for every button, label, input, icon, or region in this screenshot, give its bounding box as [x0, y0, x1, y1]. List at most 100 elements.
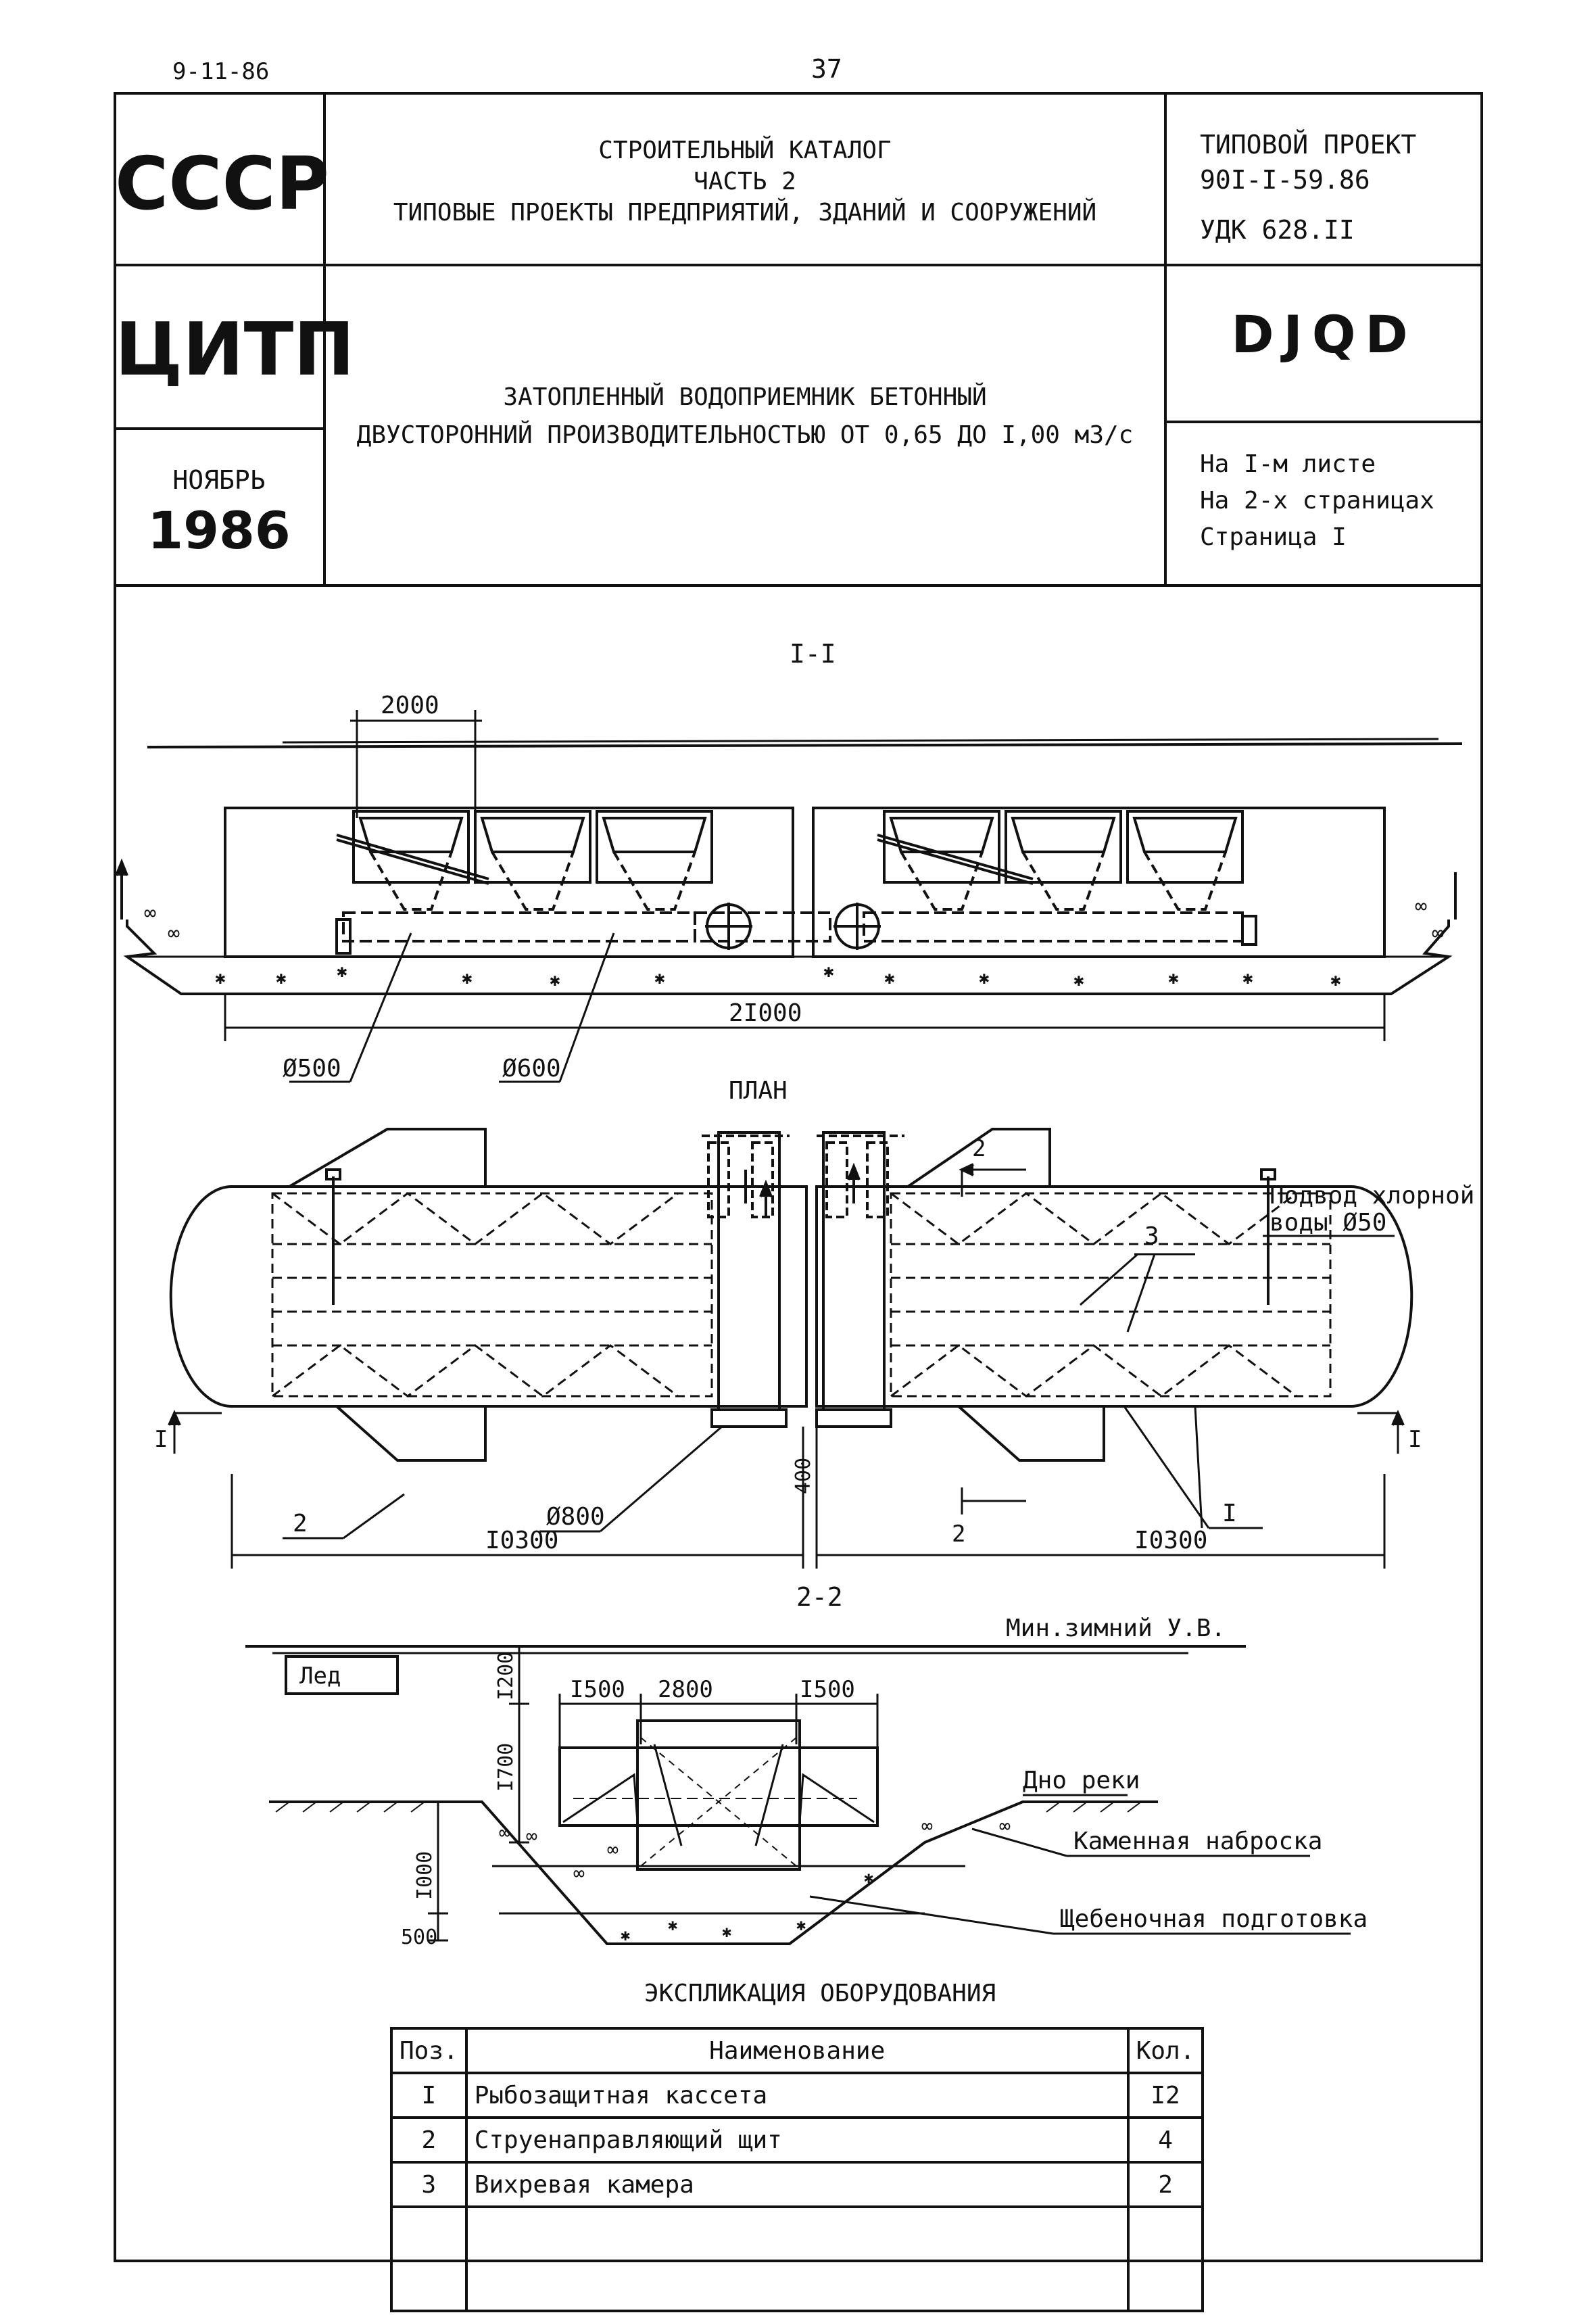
- svg-text:✱: ✱: [1242, 968, 1253, 988]
- water-line: [147, 742, 1463, 748]
- stone-marks: ∞ ∞ ∞ ∞ ✱ ✱ ✱ ✱ ✱ ✱ ✱ ✱ ✱ ✱ ✱ ✱ ✱: [144, 894, 1444, 991]
- frame-divider: [1164, 92, 1167, 586]
- svg-text:∞: ∞: [607, 1838, 619, 1861]
- svg-text:✱: ✱: [979, 968, 990, 988]
- position-3-label: 3: [1144, 1222, 1159, 1250]
- dim-2800: 2800: [658, 1676, 713, 1703]
- page-index: Страница I: [1200, 523, 1347, 551]
- table-row: 2 Струенаправляющий щит 4: [390, 2116, 1205, 2164]
- svg-text:✱: ✱: [337, 961, 347, 982]
- frame-divider: [1164, 421, 1483, 423]
- fish-cassettes-right: [877, 810, 1244, 911]
- page-count: На 2-х страницах: [1200, 487, 1434, 515]
- water-line: [282, 738, 1439, 744]
- svg-text:✱: ✱: [1330, 970, 1341, 991]
- document-title: ЗАТОПЛЕННЫЙ ВОДОПРИЕМНИК БЕТОННЫЙ ДВУСТО…: [326, 379, 1164, 454]
- svg-text:✱: ✱: [1073, 970, 1084, 991]
- issue-month: НОЯБРЬ: [172, 465, 266, 495]
- dim-10300-right: I0300: [1134, 1527, 1207, 1554]
- cut-1-right: I: [1408, 1426, 1422, 1453]
- dim-1200: I200: [494, 1652, 518, 1700]
- plan-view: ПЛАН: [154, 1077, 1474, 1569]
- explication-title: ЭКСПЛИКАЦИЯ ОБОРУДОВАНИЯ: [644, 1980, 996, 2007]
- pipe-600-label: Ø600: [502, 1055, 561, 1082]
- svg-text:✱: ✱: [550, 970, 560, 991]
- catalog-heading: СТРОИТЕЛЬНЫЙ КАТАЛОГ ЧАСТЬ 2 ТИПОВЫЕ ПРО…: [326, 135, 1164, 229]
- sheet-info: На I-м листе На 2-х страницах Страница I: [1200, 446, 1434, 556]
- dim-10300-left: I0300: [485, 1527, 558, 1554]
- cut-1-left: I: [154, 1426, 168, 1453]
- svg-text:✱: ✱: [722, 1922, 731, 1941]
- frame-divider: [114, 584, 1483, 587]
- section-1-title: I-I: [790, 639, 836, 669]
- title-line: ЗАТОПЛЕННЫЙ ВОДОПРИЕМНИК БЕТОННЫЙ: [503, 383, 987, 411]
- foundation-outline: [123, 920, 1453, 995]
- dim-1700: I700: [494, 1743, 518, 1792]
- section-2-title: 2-2: [796, 1582, 843, 1612]
- deflector-shield: [906, 1128, 1051, 1188]
- intake-section-body: [558, 1746, 879, 1827]
- plan-body-left: [169, 1185, 808, 1408]
- dim-500: 500: [401, 1926, 437, 1949]
- dim-2000: 2000: [381, 692, 439, 719]
- plan-title: ПЛАН: [729, 1077, 788, 1105]
- row-pos: I: [390, 2072, 468, 2119]
- cut-2-bottom: 2: [952, 1521, 965, 1548]
- document-code: DJQD: [1231, 304, 1418, 364]
- col-pos-header: Поз.: [390, 2027, 468, 2074]
- svg-text:∞: ∞: [1415, 894, 1427, 918]
- catalog-line: ТИПОВЫЕ ПРОЕКТЫ ПРЕДПРИЯТИЙ, ЗДАНИЙ И СО…: [393, 199, 1097, 226]
- svg-text:✱: ✱: [462, 968, 473, 988]
- col-name-header: Наименование: [464, 2027, 1130, 2074]
- svg-text:∞: ∞: [526, 1825, 537, 1847]
- chlorine-label-2: воды Ø50: [1269, 1209, 1386, 1237]
- dim-1500-left: I500: [570, 1676, 625, 1703]
- row-pos: 2: [390, 2116, 468, 2164]
- org-citp: ЦИТП: [115, 308, 355, 392]
- svg-text:✱: ✱: [884, 968, 895, 988]
- svg-text:∞: ∞: [573, 1862, 585, 1884]
- page-date: 9-11-86: [172, 58, 270, 85]
- table-row-empty: [390, 2205, 1205, 2312]
- hatching: [275, 1801, 1142, 1813]
- equipment-table: Поз. Наименование Кол. I Рыбозащитная ка…: [390, 2027, 1205, 2312]
- svg-text:✱: ✱: [668, 1915, 677, 1934]
- project-number: 90I-I-59.86: [1200, 165, 1370, 195]
- deflector-shield: [335, 1405, 487, 1462]
- row-name: Рыбозащитная кассета: [464, 2072, 1130, 2119]
- frame-divider: [114, 264, 1483, 266]
- catalog-line: СТРОИТЕЛЬНЫЙ КАТАЛОГ: [598, 137, 892, 164]
- catalog-line: ЧАСТЬ 2: [694, 168, 796, 195]
- project-label: ТИПОВОЙ ПРОЕКТ: [1200, 130, 1417, 160]
- svg-text:✱: ✱: [864, 1868, 873, 1887]
- svg-text:✱: ✱: [654, 968, 665, 988]
- gravel-bed-label: Щебеночная подготовка: [1060, 1905, 1368, 1933]
- svg-text:✱: ✱: [1168, 968, 1179, 988]
- vortex-chamber: [636, 1719, 801, 1871]
- water-level-label: Мин.зимний У.В.: [1006, 1615, 1226, 1642]
- svg-text:✱: ✱: [215, 968, 226, 988]
- project-info: ТИПОВОЙ ПРОЕКТ 90I-I-59.86: [1200, 127, 1416, 197]
- col-qty-header: Кол.: [1126, 2027, 1205, 2074]
- svg-text:∞: ∞: [921, 1815, 933, 1837]
- pipe-800-label: Ø800: [546, 1503, 605, 1531]
- ice-block: [285, 1655, 399, 1695]
- deflector-shield: [288, 1128, 487, 1188]
- dim-1500-right: I500: [800, 1676, 855, 1703]
- title-line: ДВУСТОРОННИЙ ПРОИЗВОДИТЕЛЬНОСТЬЮ ОТ 0,65…: [356, 421, 1134, 449]
- frame-divider: [323, 92, 326, 586]
- issue-year: 1986: [147, 500, 291, 560]
- svg-text:∞: ∞: [144, 901, 156, 925]
- svg-text:∞: ∞: [499, 1821, 510, 1844]
- sheet-count: На I-м листе: [1200, 450, 1376, 478]
- svg-text:∞: ∞: [999, 1815, 1011, 1837]
- table-header-row: Поз. Наименование Кол.: [390, 2027, 1205, 2074]
- engineering-drawing: I-I 2000: [115, 639, 1474, 2007]
- frame-divider: [114, 427, 323, 430]
- position-2-label: 2: [293, 1510, 308, 1537]
- position-1-label: I: [1222, 1500, 1237, 1527]
- cut-2-top: 2: [972, 1135, 986, 1162]
- leader-line: [349, 932, 412, 1082]
- cassette-rows: [271, 1192, 1332, 1398]
- plan-body-right: [815, 1185, 1413, 1408]
